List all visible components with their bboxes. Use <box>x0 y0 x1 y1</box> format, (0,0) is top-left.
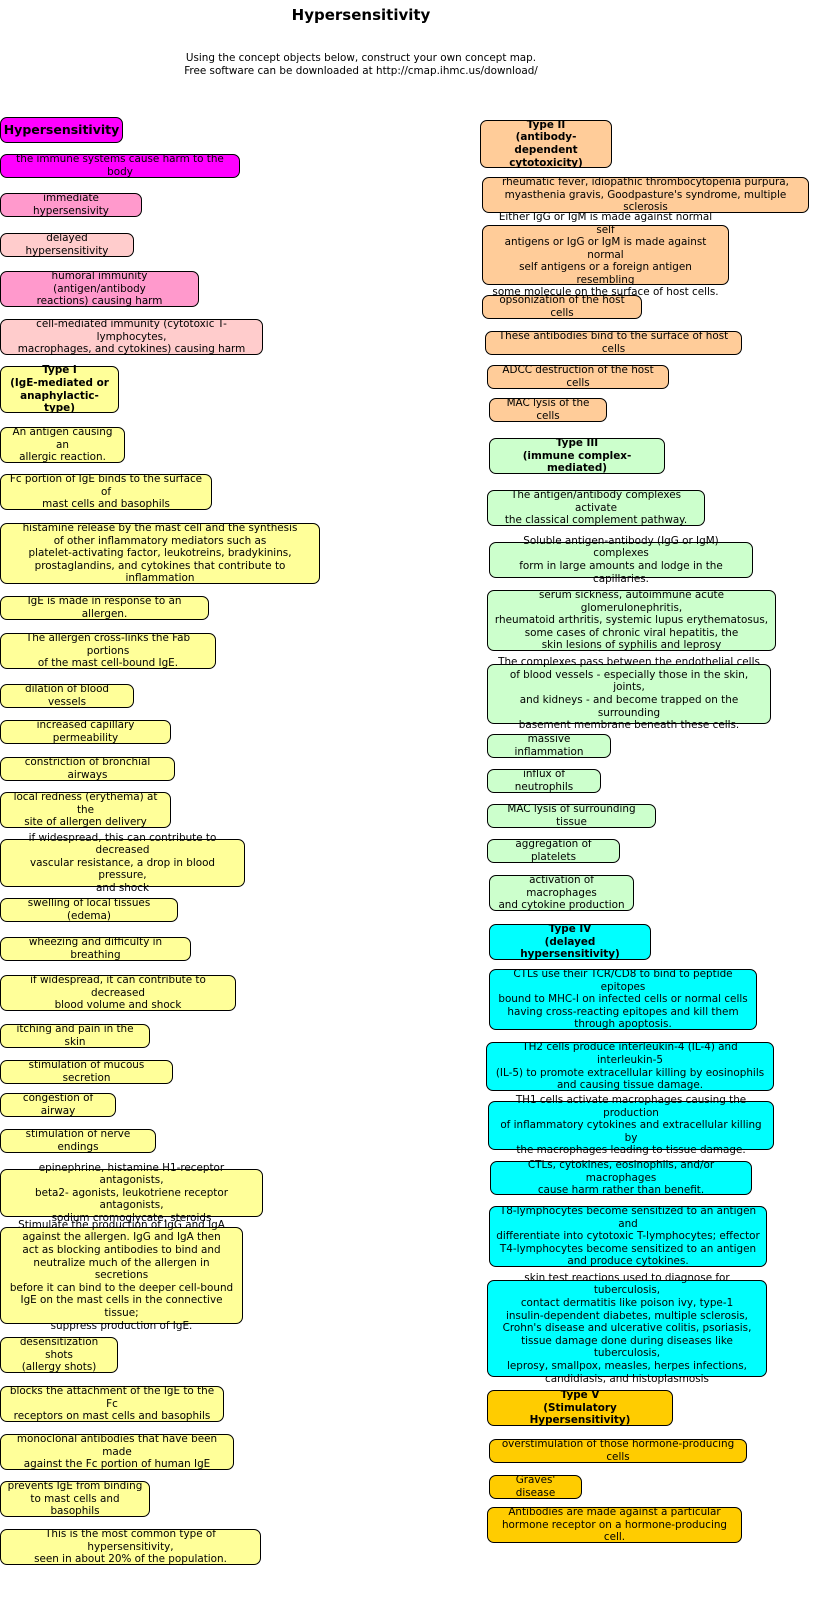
concept-node-delayed-hypersensitivity: delayed hypersensitivity <box>0 232 134 257</box>
concept-node-blocks-attachment: blocks the attachment of the IgE to the … <box>0 1385 224 1422</box>
concept-node-type-1: Type I (IgE-mediated or anaphylactic-typ… <box>0 364 119 414</box>
concept-node-soluble-complexes: Soluble antigen-antibody (IgG or IgM) co… <box>489 535 753 585</box>
concept-node-swelling: swelling of local tissues (edema) <box>0 897 178 922</box>
concept-node-macrophages-activation: activation of macrophages and cytokine p… <box>489 874 634 911</box>
concept-node-mac-lysis-cells: MAC lysis of the cells <box>489 397 607 422</box>
concept-node-mac-lysis-tissue: MAC lysis of surrounding tissue <box>487 803 656 828</box>
concept-node-immediate-hypersensitivity: immediate hypersensivity <box>0 192 142 217</box>
concept-node-graves: Graves' disease <box>489 1474 582 1499</box>
concept-node-overstimulation: overstimulation of those hormone-produci… <box>489 1438 747 1463</box>
concept-node-antibodies-bind: These antibodies bind to the surface of … <box>485 330 742 355</box>
concept-node-complexes-pass: The complexes pass between the endotheli… <box>487 656 771 731</box>
concept-node-opsonization: opsonization of the host cells <box>482 294 642 319</box>
concept-node-stimulate-igg: Stimulate the production of IgG and IgA … <box>0 1219 243 1332</box>
concept-node-local-redness: local redness (erythema) at the site of … <box>0 791 171 828</box>
concept-node-skin-test: skin test reactions used to diagnose for… <box>487 1272 767 1385</box>
concept-node-wheezing: wheezing and difficulty in breathing <box>0 936 191 961</box>
concept-node-ige-made: IgE is made in response to an allergen. <box>0 595 209 620</box>
concept-node-itching: itching and pain in the skin <box>0 1023 150 1048</box>
concept-node-bronchial-constriction: constriction of bronchial airways <box>0 756 175 781</box>
concept-node-adcc: ADCC destruction of the host cells <box>487 364 669 389</box>
concept-node-rheumatic-fever: rheumatic fever, idiopathic thrombocytop… <box>482 176 809 213</box>
concept-node-monoclonal: monoclonal antibodies that have been mad… <box>0 1433 234 1470</box>
concept-node-mucous: stimulation of mucous secretion <box>0 1059 173 1084</box>
concept-node-prevents-ige: prevents IgE from binding to mast cells … <box>0 1480 150 1517</box>
concept-node-type-4: Type IV (delayed hypersensitivity) <box>489 923 651 960</box>
concept-node-widespread-volume: if widespread, it can contribute to decr… <box>0 974 236 1011</box>
concept-node-humoral-immunity: humoral immunity (antigen/antibody react… <box>0 270 199 307</box>
concept-node-massive-inflammation: massive inflammation <box>487 733 611 758</box>
concept-node-complexes-activate: The antigen/antibody complexes activate … <box>487 489 705 526</box>
concept-node-type-5: Type V (Stimulatory Hypersensitivity) <box>487 1389 673 1426</box>
page-title: Hypersensitivity <box>291 6 431 24</box>
instructions-line-1: Using the concept objects below, constru… <box>185 52 537 64</box>
concept-node-type-2: Type II (antibody-dependent cytotoxicity… <box>480 119 612 169</box>
concept-node-desensitization: desensitization shots (allergy shots) <box>0 1336 118 1373</box>
concept-node-widespread-shock: if widespread, this can contribute to de… <box>0 832 245 894</box>
concept-node-nerve-endings: stimulation of nerve endings <box>0 1128 156 1153</box>
concept-node-th1-cells: TH1 cells activate macrophages causing t… <box>488 1094 774 1156</box>
concept-node-dilation: dilation of blood vessels <box>0 683 134 708</box>
concept-node-neutrophils: influx of neutrophils <box>487 768 601 793</box>
concept-node-antibodies-hormone: Antibodies are made against a particular… <box>487 1506 742 1543</box>
concept-node-ctls-cytokines: CTLs, cytokines, eosinophils, and/or mac… <box>490 1159 752 1196</box>
concept-node-histamine-release: histamine release by the mast cell and t… <box>0 522 320 584</box>
instructions-line-2: Free software can be downloaded at http:… <box>184 65 538 77</box>
concept-node-serum-sickness: serum sickness, autoimmune acute glomeru… <box>487 589 776 651</box>
concept-node-capillary-permeability: increased capillary permeability <box>0 719 171 744</box>
concept-node-ctls-tcr: CTLs use their TCR/CD8 to bind to peptid… <box>489 968 757 1030</box>
concept-node-th2-cells: TH2 cells produce interleukin-4 (IL-4) a… <box>486 1041 774 1091</box>
concept-node-t8-lymphocytes: T8-lymphocytes become sensitized to an a… <box>489 1205 767 1267</box>
concept-node-epinephrine: epinephrine, histamine H1-receptor antag… <box>0 1162 263 1224</box>
concept-node-type-3: Type III (immune complex-mediated) <box>489 437 665 474</box>
concept-node-cell-mediated-immunity: cell-mediated immunity (cytotoxic T-lymp… <box>0 318 263 355</box>
concept-node-antigen-allergic: An antigen causing an allergic reaction. <box>0 426 125 463</box>
concept-node-congestion: congestion of airway <box>0 1092 116 1117</box>
concept-node-hypersensitivity: Hypersensitivity <box>0 117 123 143</box>
concept-node-platelets: aggregation of platelets <box>487 838 620 863</box>
concept-node-fc-portion: Fc portion of IgE binds to the surface o… <box>0 473 212 510</box>
concept-node-igg-igm: Either IgG or IgM is made against normal… <box>482 211 729 298</box>
concept-node-allergen-crosslinks: The allergen cross-links the Fab portion… <box>0 632 216 669</box>
concept-node-immune-harm: the immune systems cause harm to the bod… <box>0 153 240 178</box>
concept-node-most-common: This is the most common type of hypersen… <box>0 1528 261 1565</box>
